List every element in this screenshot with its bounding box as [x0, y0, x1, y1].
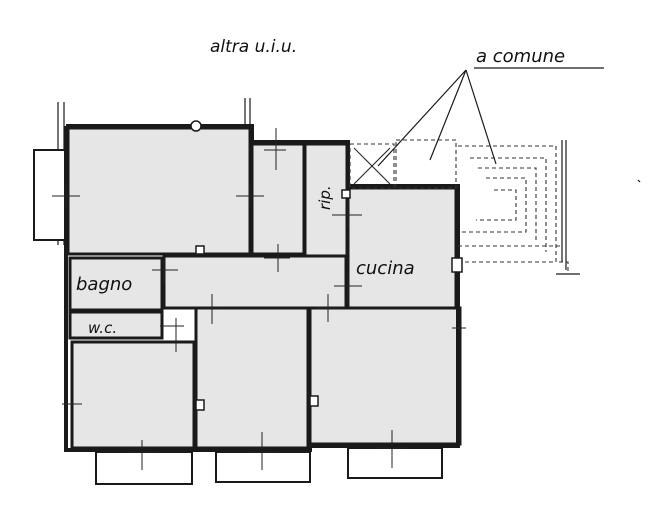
room-storage [303, 142, 349, 264]
room-bathroom [68, 256, 164, 312]
room-small-top [250, 142, 306, 256]
room-kitchen [346, 186, 458, 325]
label-storage: rip. [316, 185, 334, 210]
room-bottom-right [308, 306, 462, 446]
common-pointers [377, 67, 604, 167]
label-kitchen: cucina [356, 258, 415, 279]
room-large-top-left [66, 126, 252, 256]
left-balcony [33, 149, 69, 241]
balcony-bottom-center [215, 451, 311, 483]
crosshair-marks [52, 128, 466, 470]
stray-mark [637, 179, 641, 183]
label-common: a comune [476, 46, 565, 67]
common-area [349, 139, 580, 275]
room-wc [68, 310, 164, 340]
room-hallway [162, 254, 348, 310]
label-bathroom: bagno [76, 274, 132, 295]
balcony-bottom-left [95, 451, 193, 485]
perimeter [64, 124, 460, 452]
label-other-unit: altra u.i.u. [210, 37, 297, 57]
label-wc: w.c. [88, 319, 117, 337]
room-bottom-center [194, 306, 310, 450]
room-bottom-left [70, 340, 196, 450]
door-marks [190, 120, 463, 411]
balcony-bottom-right [347, 447, 443, 479]
